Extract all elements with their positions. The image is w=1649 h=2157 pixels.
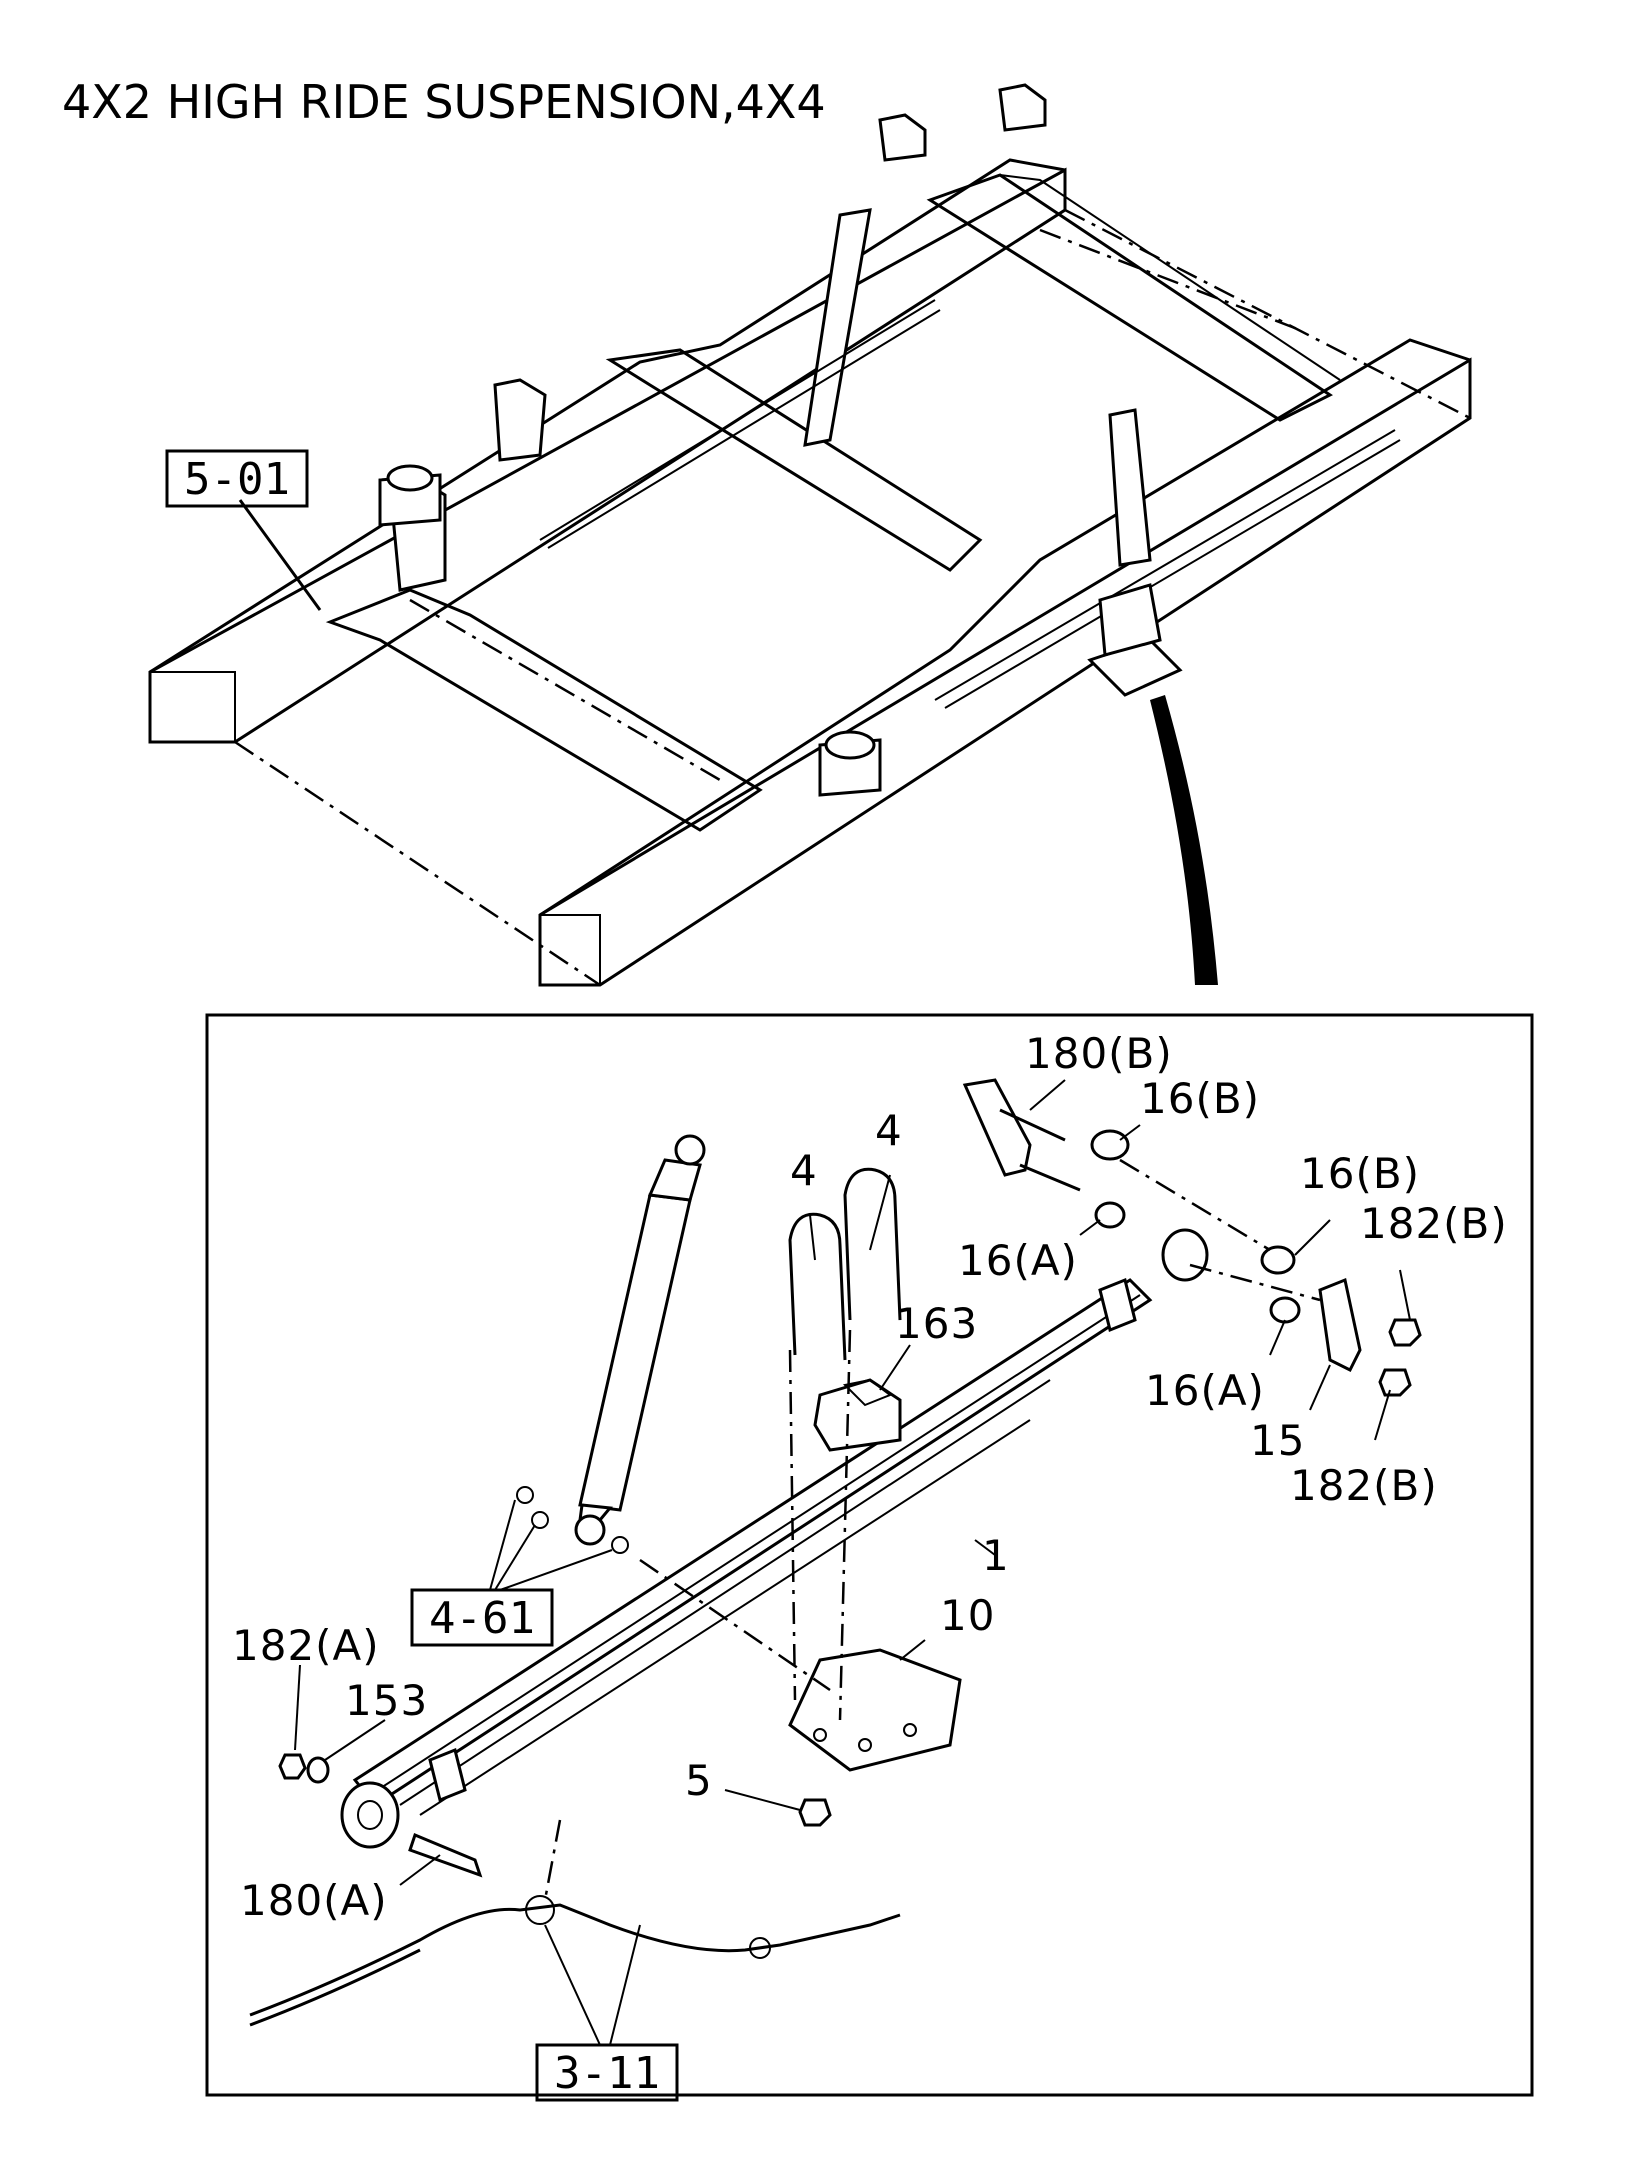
callout-spring-seat: 10 bbox=[940, 1591, 995, 1640]
bushing-a-2 bbox=[1269, 1296, 1301, 1324]
nut-b-1 bbox=[1388, 1318, 1422, 1347]
callout-leaders bbox=[294, 1079, 1411, 2046]
bushing-a-1 bbox=[1094, 1201, 1126, 1229]
callout-bolt-b: 180(B) bbox=[1025, 1029, 1173, 1078]
ref-box-shock-mount[interactable]: 4-61 bbox=[410, 1588, 554, 1647]
u-bolt-2 bbox=[788, 1212, 847, 1361]
nut-a bbox=[278, 1753, 307, 1780]
callout-nut-b-2: 182(B) bbox=[1290, 1461, 1438, 1510]
ref-box-frame[interactable]: 5-01 bbox=[165, 449, 309, 508]
callout-bolt-a: 180(A) bbox=[240, 1876, 388, 1925]
callout-nut-a: 182(A) bbox=[232, 1621, 380, 1670]
rear-spring-eye bbox=[1161, 1228, 1209, 1282]
callout-nut-b-1: 182(B) bbox=[1360, 1199, 1508, 1248]
bushing-b-2 bbox=[1260, 1245, 1296, 1275]
callout-leaf-spring: 1 bbox=[982, 1531, 1010, 1580]
shock-absorber bbox=[578, 1193, 692, 1512]
diagram-title: 4X2 HIGH RIDE SUSPENSION,4X4 bbox=[62, 75, 826, 129]
u-bolt-1 bbox=[843, 1167, 902, 1321]
ref-brake-pipe-label: 3-11 bbox=[554, 2048, 660, 2099]
detail-parts bbox=[249, 1078, 1422, 2027]
callout-bumper: 163 bbox=[895, 1299, 978, 1348]
bolt-b bbox=[962, 1078, 1032, 1177]
ref-frame-label: 5-01 bbox=[184, 454, 290, 505]
callout-bushing-b-2: 16(B) bbox=[1300, 1149, 1420, 1198]
spring-seat bbox=[788, 1648, 962, 1772]
callout-labels: 180(B) 16(B) 4 4 16(A) 16(B) 182(B) 163 … bbox=[232, 1029, 1508, 1925]
callout-u-bolt-2: 4 bbox=[790, 1146, 818, 1195]
callout-washer: 153 bbox=[345, 1676, 428, 1725]
vehicle-frame bbox=[148, 83, 1472, 987]
front-spring-eye bbox=[340, 1781, 400, 1849]
bumper bbox=[813, 1378, 902, 1452]
ref-box-brake-pipe[interactable]: 3-11 bbox=[535, 2043, 679, 2102]
callout-bushing-a-1: 16(A) bbox=[958, 1236, 1078, 1285]
nut-5 bbox=[798, 1798, 832, 1827]
bolt-a bbox=[408, 1832, 483, 1878]
shackle bbox=[1318, 1277, 1362, 1373]
callout-bushing-a-2: 16(A) bbox=[1145, 1366, 1265, 1415]
callout-nut-5: 5 bbox=[685, 1756, 713, 1805]
nut-b-2 bbox=[1378, 1368, 1412, 1397]
brake-pipe bbox=[249, 1903, 901, 2017]
callout-bushing-b-1: 16(B) bbox=[1140, 1074, 1260, 1123]
ref-shock-mount-label: 4-61 bbox=[429, 1593, 535, 1644]
bushing-b-1 bbox=[1090, 1129, 1130, 1161]
detail-frame bbox=[205, 1013, 1534, 2097]
callout-u-bolt-1: 4 bbox=[875, 1106, 903, 1155]
callout-shackle: 15 bbox=[1250, 1416, 1305, 1465]
washer bbox=[306, 1756, 330, 1784]
detail-arrow bbox=[1150, 695, 1218, 985]
